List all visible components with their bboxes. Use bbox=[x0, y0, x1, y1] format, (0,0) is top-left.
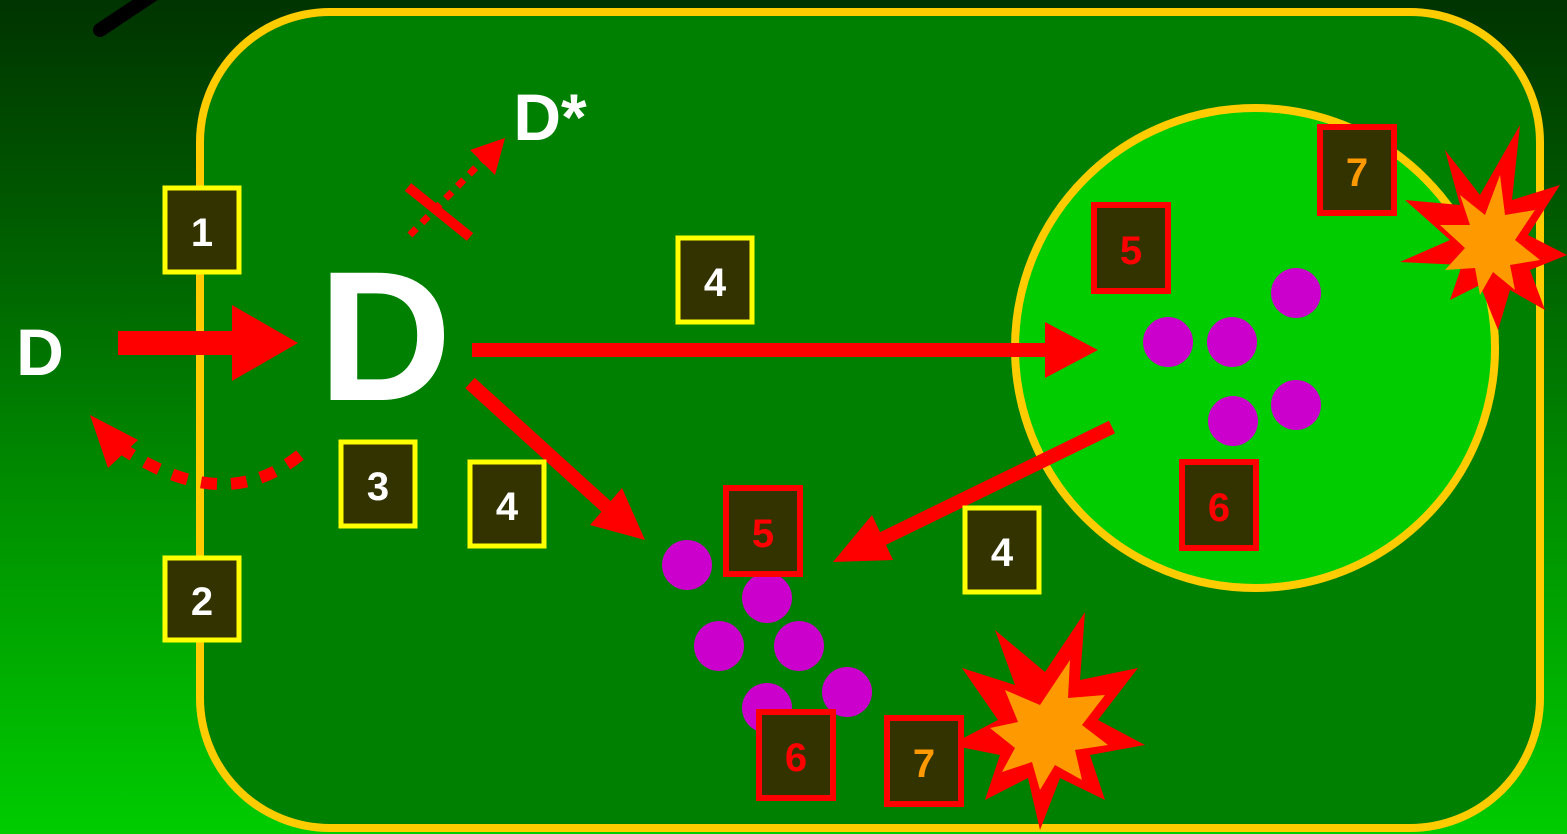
step-box-5-cytoplasm: 5 bbox=[723, 485, 803, 577]
step-number: 6 bbox=[1208, 486, 1230, 530]
step-box-1: 1 bbox=[162, 185, 242, 275]
target-molecule bbox=[662, 540, 712, 590]
metabolite-label: D* bbox=[513, 80, 587, 154]
nuclear-export-arrow-head bbox=[833, 515, 893, 562]
step-number: 1 bbox=[191, 211, 213, 255]
step-box-4-top: 4 bbox=[675, 235, 755, 325]
step-box-2: 2 bbox=[162, 555, 242, 643]
step-box-7-nucleus: 7 bbox=[1317, 124, 1397, 216]
step-box-4-left: 4 bbox=[467, 459, 547, 549]
metabolism-dotted-arrow bbox=[407, 152, 491, 238]
drug-inside-label: D bbox=[318, 234, 452, 440]
uptake-arrow-head bbox=[232, 305, 298, 381]
target-molecule bbox=[1143, 317, 1193, 367]
step-number: 4 bbox=[704, 261, 727, 305]
corner-curve-fragment bbox=[93, 0, 158, 37]
step-number: 5 bbox=[1120, 229, 1142, 273]
step-box-4-right: 4 bbox=[962, 505, 1042, 595]
target-molecule bbox=[1207, 317, 1257, 367]
explosion-icon bbox=[1400, 125, 1567, 330]
target-molecule bbox=[1271, 380, 1321, 430]
step-box-7-cytoplasm: 7 bbox=[884, 715, 964, 807]
step-box-3: 3 bbox=[338, 439, 418, 529]
step-number: 4 bbox=[991, 531, 1014, 575]
step-number: 7 bbox=[913, 742, 935, 786]
nuclear-transport-arrow-head bbox=[1045, 322, 1098, 378]
step-number: 5 bbox=[752, 512, 774, 556]
target-molecule bbox=[822, 667, 872, 717]
cytoplasm-targets bbox=[662, 540, 872, 733]
target-molecule bbox=[694, 621, 744, 671]
target-molecule bbox=[742, 573, 792, 623]
explosion-icon bbox=[950, 612, 1145, 830]
efflux-dotted-arrow bbox=[106, 435, 304, 491]
step-number: 2 bbox=[191, 580, 213, 624]
target-molecule bbox=[1208, 396, 1258, 446]
step-box-5-nucleus: 5 bbox=[1091, 202, 1171, 294]
step-number: 6 bbox=[785, 736, 807, 780]
cytoplasm-transport-arrow-shaft bbox=[465, 377, 615, 516]
efflux-arrow-head bbox=[90, 415, 138, 468]
target-molecule bbox=[774, 621, 824, 671]
nuclear-export-arrow-shaft bbox=[876, 420, 1116, 547]
cytoplasm-transport-arrow-head bbox=[590, 488, 645, 540]
target-molecule bbox=[1271, 268, 1321, 318]
metabolism-block-bar bbox=[404, 183, 474, 241]
step-box-6-nucleus: 6 bbox=[1179, 459, 1259, 551]
step-number: 3 bbox=[367, 465, 389, 509]
step-number: 4 bbox=[496, 485, 519, 529]
step-box-6-cytoplasm: 6 bbox=[756, 709, 836, 801]
step-number: 7 bbox=[1346, 151, 1368, 195]
drug-outside-label: D bbox=[16, 315, 64, 389]
nucleus-targets bbox=[1143, 268, 1321, 446]
metabolism-arrow-head bbox=[470, 138, 505, 175]
